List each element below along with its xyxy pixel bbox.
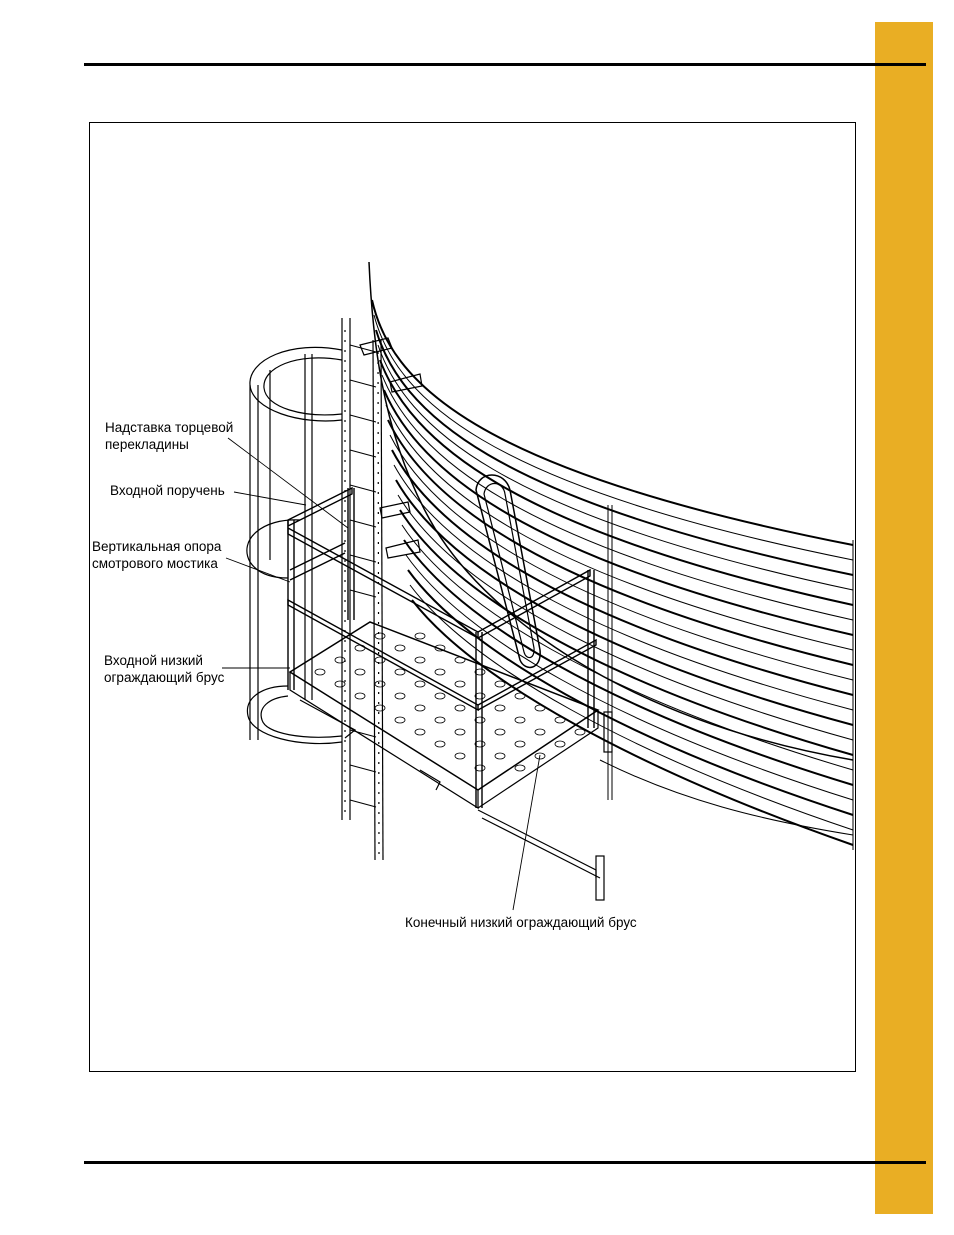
callout-line: Надставка торцевой xyxy=(105,419,233,436)
callout-vertical-support: Вертикальная опора смотрового мостика xyxy=(92,538,221,572)
callout-entry-toe-board: Входной низкий ограждающий брус xyxy=(104,652,224,686)
callout-line: перекладины xyxy=(105,436,233,453)
callout-line: смотрового мостика xyxy=(92,555,221,572)
callout-line: ограждающий брус xyxy=(104,669,224,686)
callout-end-rung-extension: Надставка торцевой перекладины xyxy=(105,419,233,453)
bin-wall xyxy=(369,262,853,850)
callout-line: Входной низкий xyxy=(104,652,224,669)
callout-entry-handrail: Входной поручень xyxy=(110,482,225,499)
callout-end-toe-board: Конечный низкий ограждающий брус xyxy=(405,914,637,931)
grating-holes xyxy=(315,633,585,771)
callout-line: Входной поручень xyxy=(110,482,225,499)
callout-line: Вертикальная опора xyxy=(92,538,221,555)
callout-line: Конечный низкий ограждающий брус xyxy=(405,914,637,931)
